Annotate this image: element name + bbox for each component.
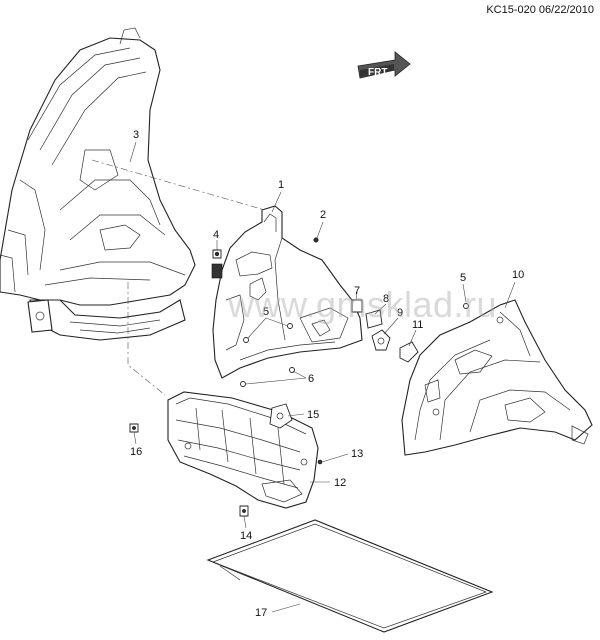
callout-5-left: 5 (263, 306, 269, 318)
floor-mat (206, 519, 494, 633)
hook-15 (269, 403, 293, 429)
callout-14: 14 (240, 530, 252, 542)
callout-4: 4 (213, 229, 219, 241)
front-arrow-label: FRT (368, 67, 387, 78)
document-id: KC15-020 06/22/2010 (486, 4, 594, 16)
quarter-trim-panel (211, 205, 363, 379)
phantom-line (91, 159, 283, 216)
callout-12: 12 (334, 477, 346, 489)
push-pin-2 (313, 237, 319, 243)
callout-10: 10 (512, 269, 524, 281)
lower-trim-panel (167, 391, 319, 509)
callout-11: 11 (412, 319, 423, 331)
clip-6 (240, 381, 246, 387)
callout-7: 7 (354, 285, 360, 297)
callout-17: 17 (255, 607, 267, 619)
clip-5 (243, 337, 249, 343)
bracket-7 (351, 299, 363, 313)
callout-5: 5 (460, 272, 466, 284)
vehicle-body-structure (0, 27, 196, 341)
callouts: 1 2 3 4 5 5 6 7 8 9 10 11 12 13 14 15 16… (130, 129, 524, 619)
leader-lines (129, 141, 516, 613)
clip-5c (463, 303, 469, 309)
callout-2: 2 (320, 209, 326, 221)
callout-15: 15 (307, 409, 319, 421)
clip-6b (289, 367, 295, 373)
hook-9 (371, 329, 391, 351)
callout-9: 9 (397, 307, 403, 319)
front-direction-arrow: FRT (357, 51, 411, 79)
callout-13: 13 (351, 448, 363, 460)
callout-16: 16 (130, 446, 142, 458)
callout-1: 1 (278, 179, 284, 191)
clip-5b (287, 323, 293, 329)
screw-13 (317, 459, 323, 465)
callout-3: 3 (133, 129, 139, 141)
callout-6: 6 (308, 373, 314, 385)
clip-8 (365, 309, 383, 329)
right-trim-panel (401, 299, 593, 456)
callout-8: 8 (383, 293, 389, 305)
hook-11 (399, 341, 419, 363)
